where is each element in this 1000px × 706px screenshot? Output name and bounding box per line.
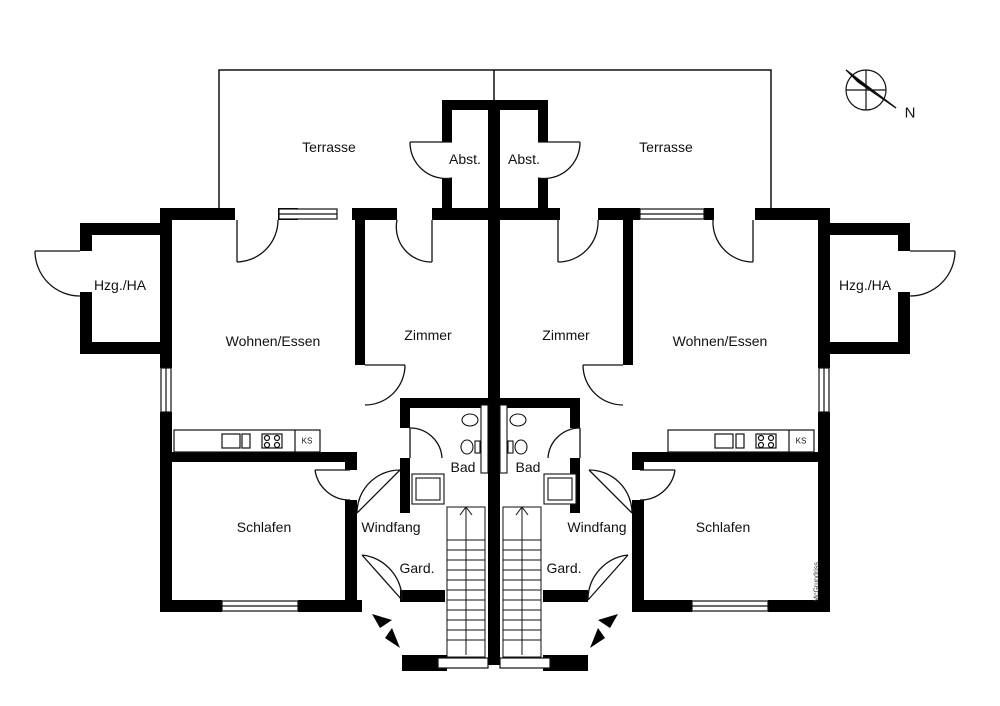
label-living-right: Wohnen/Essen <box>672 333 768 349</box>
label-wardrobe-right: Gard. <box>546 560 582 576</box>
label-heating-right: Hzg./HA <box>838 277 892 293</box>
door-swings <box>34 141 956 601</box>
walls <box>80 100 910 671</box>
label-vestibule-right: Windfang <box>567 519 627 535</box>
label-bedroom-left: Schlafen <box>236 519 292 535</box>
label-room-right: Zimmer <box>542 327 590 343</box>
label-room-left: Zimmer <box>404 327 452 343</box>
label-bedroom-right: Schlafen <box>695 519 751 535</box>
compass-north-label: N <box>904 104 916 122</box>
label-terrace-left: Terrasse <box>302 139 356 155</box>
label-wardrobe-left: Gard. <box>399 560 435 576</box>
label-terrace-right: Terrasse <box>639 139 693 155</box>
windows <box>160 208 830 669</box>
watermark: McGrundriss <box>813 562 821 602</box>
label-storage-left: Abst. <box>449 151 481 167</box>
stairs <box>446 506 542 658</box>
label-bath-right: Bad <box>515 459 541 475</box>
kitchen-counter-left <box>173 429 321 453</box>
compass-icon <box>845 69 897 111</box>
label-bath-left: Bad <box>450 459 476 475</box>
entrance-arrows <box>372 614 618 648</box>
bathroom-fixtures <box>411 404 577 505</box>
label-fridge-right: KS <box>795 436 807 446</box>
label-storage-right: Abst. <box>508 151 540 167</box>
label-vestibule-left: Windfang <box>361 519 421 535</box>
terrace-outline <box>218 69 772 212</box>
label-fridge-left: KS <box>301 436 313 446</box>
label-heating-left: Hzg./HA <box>93 277 147 293</box>
kitchen-counter-right <box>667 429 815 453</box>
label-living-left: Wohnen/Essen <box>225 333 321 349</box>
